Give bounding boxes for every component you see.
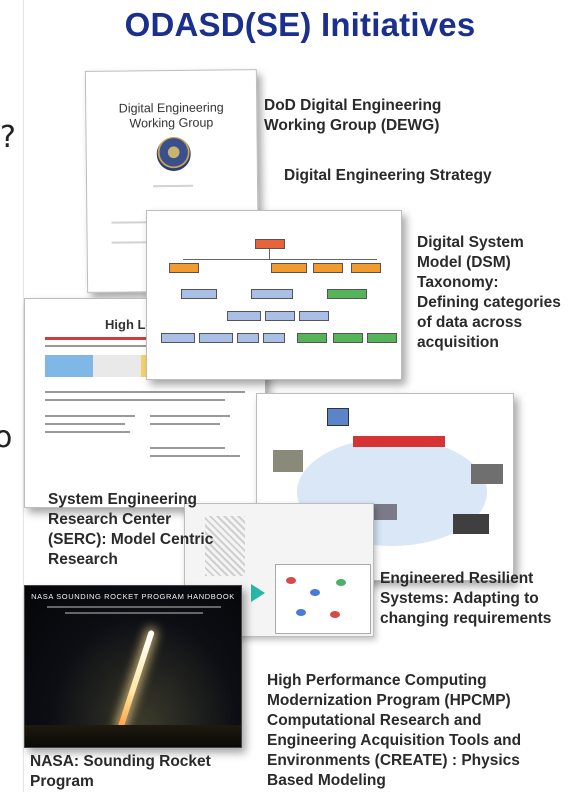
dewg-doc-title: Digital Engineering Working Group	[118, 100, 224, 131]
text-line	[65, 612, 203, 614]
tree-connector	[183, 259, 377, 260]
taxonomy-node	[237, 333, 259, 343]
taxonomy-node	[333, 333, 363, 343]
left-slide-edge	[0, 0, 24, 792]
edge-glyph-o: o	[0, 420, 13, 455]
dsm-taxonomy-thumbnail	[146, 210, 402, 380]
nasa-poster-header: NASA SOUNDING ROCKET PROGRAM HANDBOOK	[31, 592, 235, 601]
plot-mark	[336, 579, 346, 586]
text-line	[47, 606, 221, 608]
dod-seal-icon	[156, 136, 191, 172]
text-line	[45, 391, 245, 393]
ers-red-banner	[353, 436, 445, 447]
text-line	[45, 345, 245, 347]
taxonomy-node	[199, 333, 233, 343]
plot-mark	[330, 611, 340, 618]
results-panel	[275, 564, 371, 634]
taxonomy-node	[313, 263, 343, 273]
vehicle-icon	[273, 450, 303, 472]
taxonomy-node	[265, 311, 295, 321]
text-line	[150, 447, 225, 449]
taxonomy-node	[351, 263, 381, 273]
taxonomy-node	[251, 289, 293, 299]
taxonomy-node	[181, 289, 217, 299]
plot-mark	[296, 609, 306, 616]
edge-glyph-question: ?	[0, 120, 16, 155]
plot-mark	[286, 577, 296, 584]
nasa-rocket-poster: NASA SOUNDING ROCKET PROGRAM HANDBOOK	[24, 585, 242, 748]
launch-ground	[25, 725, 241, 747]
taxonomy-root-node	[255, 239, 285, 249]
taxonomy-node	[263, 333, 285, 343]
taxonomy-node	[227, 311, 261, 321]
hardware-icon	[367, 504, 397, 520]
monitor-icon	[327, 408, 349, 426]
dewg-label: DoD Digital Engineering Working Group (D…	[264, 97, 442, 134]
taxonomy-node	[161, 333, 195, 343]
dsm-label: Digital System Model (DSM) Taxonomy: Def…	[417, 234, 561, 351]
taxonomy-node	[327, 289, 367, 299]
text-line	[45, 399, 225, 401]
text-line	[150, 455, 240, 457]
taxonomy-node	[297, 333, 327, 343]
serc-label: System Engineering Research Center (SERC…	[48, 491, 214, 568]
tree-connector	[269, 249, 270, 259]
taxonomy-node	[367, 333, 397, 343]
ers-label: Engineered Resilient Systems: Adapting t…	[380, 570, 552, 627]
nasa-label: NASA: Sounding Rocket Program	[30, 753, 211, 790]
text-line	[45, 431, 130, 433]
taxonomy-node	[299, 311, 329, 321]
text-line	[150, 423, 220, 425]
page-title: ODASD(SE) Initiatives	[124, 6, 476, 43]
hpcmp-label: High Performance Computing Modernization…	[267, 672, 522, 789]
strategy-label: Digital Engineering Strategy	[284, 167, 492, 184]
arrow-icon	[251, 584, 265, 602]
text-line	[45, 415, 135, 417]
text-line	[45, 423, 125, 425]
mesh-graphic	[205, 516, 245, 576]
hardware-icon	[453, 514, 489, 534]
taxonomy-node	[271, 263, 307, 273]
vehicle-icon	[471, 464, 503, 484]
serc-red-line	[45, 337, 245, 340]
doc-line	[153, 184, 194, 188]
text-line	[150, 415, 230, 417]
taxonomy-node	[169, 263, 199, 273]
rocket-launch-trail	[117, 629, 155, 731]
plot-mark	[310, 589, 320, 596]
